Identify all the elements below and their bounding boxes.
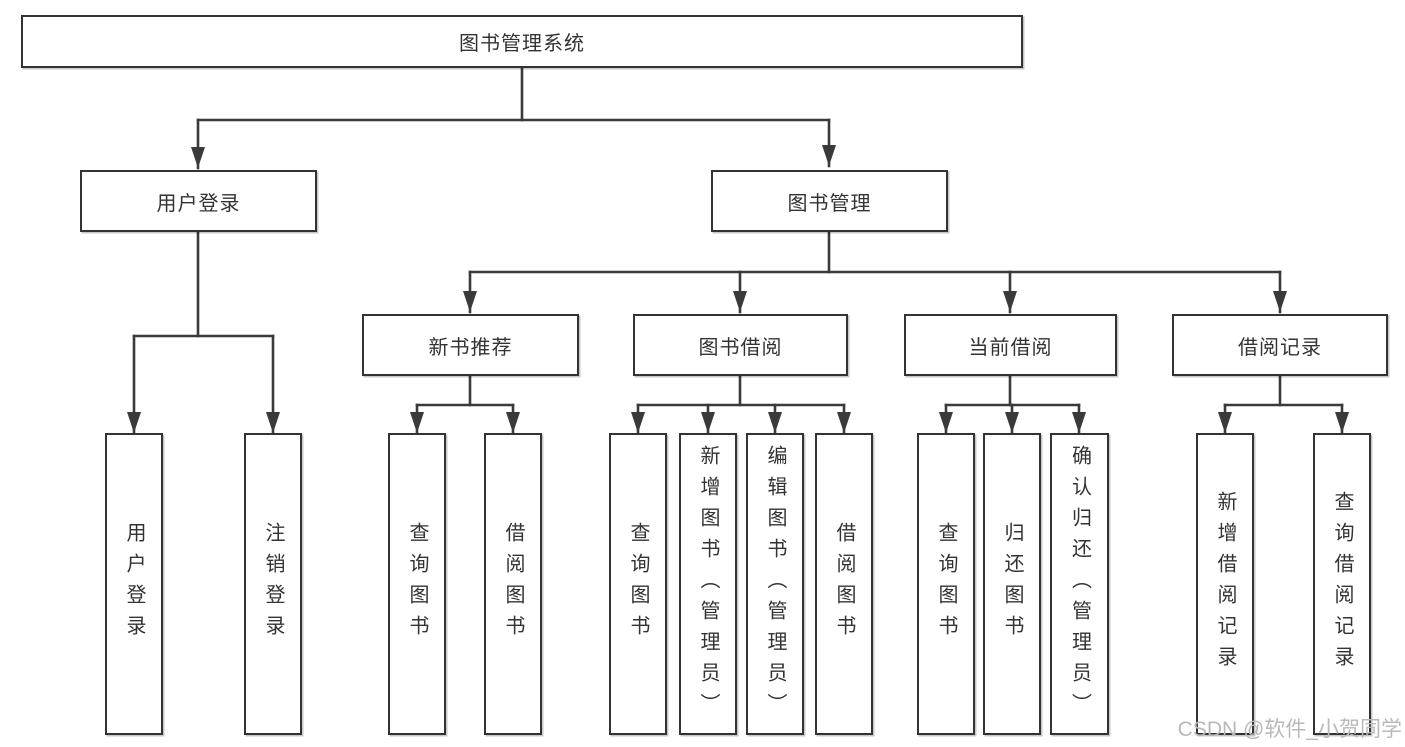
leaf-query-books-borrowing: 查询图书 [609,433,667,735]
node-borrowing-records: 借阅记录 [1172,314,1388,376]
leaf-confirm-return-admin: 确认归还（管理员） [1050,433,1109,735]
node-label: 查询图书 [627,522,649,646]
leaf-borrow-books: 借阅图书 [815,433,873,735]
node-label: 编辑图书（管理员） [764,444,786,724]
node-label: 借阅图书 [833,522,855,646]
node-label: 查询借阅记录 [1331,491,1353,677]
node-label: 新增借阅记录 [1214,491,1236,677]
node-label: 图书借阅 [698,336,783,359]
node-book-management-module: 图书管理 [711,170,948,232]
node-label: 借阅图书 [502,522,524,646]
leaf-query-books-current: 查询图书 [917,433,975,735]
node-label: 当前借阅 [968,336,1053,359]
csdn-watermark: CSDN @软件_小贺同学 [1177,718,1402,741]
leaf-logout: 注销登录 [244,433,302,735]
node-label: 归还图书 [1001,522,1023,646]
node-label: 确认归还（管理员） [1068,444,1091,724]
leaf-query-books-recommend: 查询图书 [388,433,446,735]
leaf-edit-books-admin: 编辑图书（管理员） [746,433,804,735]
node-label: 注销登录 [262,522,284,646]
node-label: 查询图书 [935,522,957,646]
node-label: 新书推荐 [428,336,513,359]
node-label: 查询图书 [406,522,428,646]
node-label: 用户登录 [123,522,145,646]
node-user-login-module: 用户登录 [80,170,317,232]
node-label: 借阅记录 [1238,336,1322,359]
leaf-borrow-books-recommend: 借阅图书 [484,433,542,735]
node-new-book-recommend: 新书推荐 [362,314,579,376]
leaf-user-login: 用户登录 [105,433,163,735]
node-label: 新增图书（管理员） [697,444,719,724]
leaf-return-books: 归还图书 [983,433,1041,735]
leaf-add-books-admin: 新增图书（管理员） [679,433,737,735]
node-current-borrowing: 当前借阅 [904,314,1117,376]
node-label: 图书管理系统 [459,33,585,55]
node-book-borrowing: 图书借阅 [633,314,848,376]
node-label: 用户登录 [156,192,241,215]
leaf-add-borrow-record: 新增借阅记录 [1196,433,1254,735]
node-label: 图书管理 [787,192,872,215]
node-root-system: 图书管理系统 [21,15,1023,68]
leaf-query-borrow-record: 查询借阅记录 [1313,433,1371,735]
